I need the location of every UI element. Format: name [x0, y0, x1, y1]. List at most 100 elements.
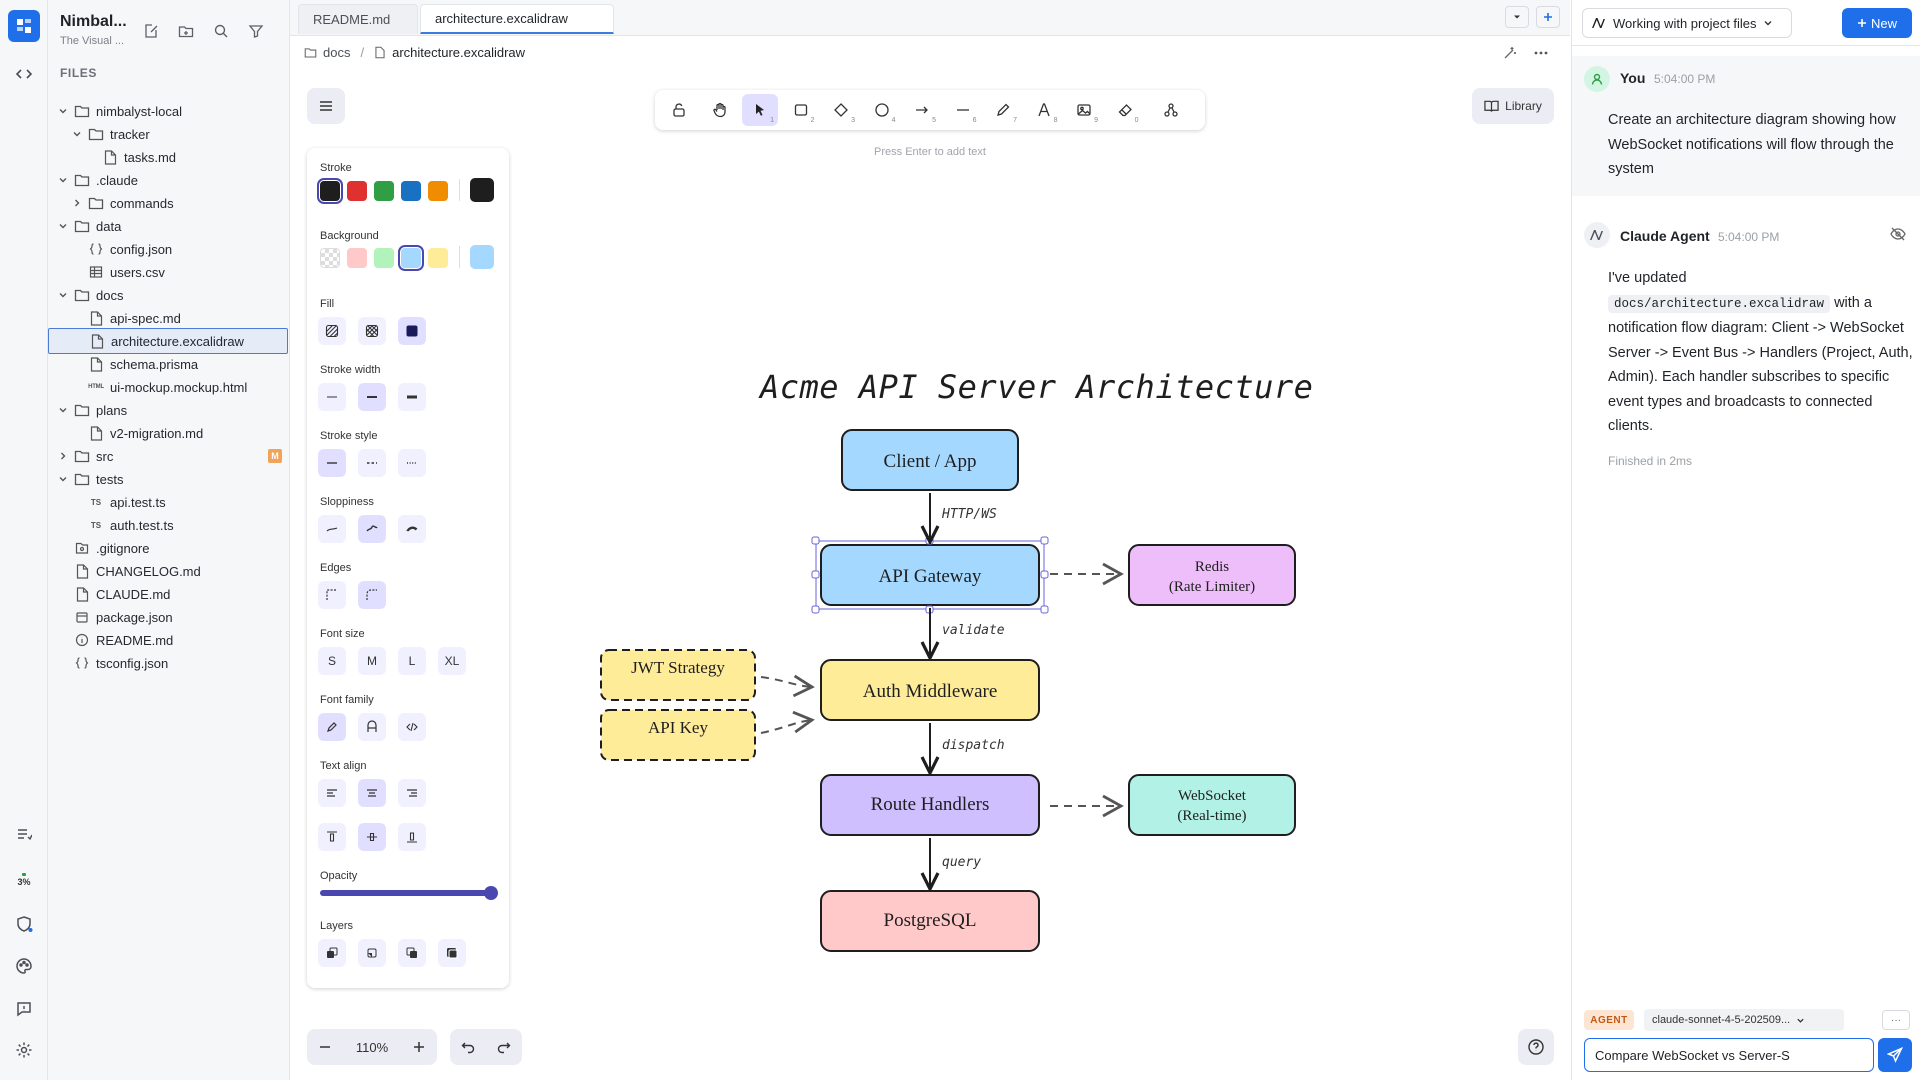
- stroke-width-extra-bold-button[interactable]: [398, 383, 426, 411]
- eraser-tool-button[interactable]: 0: [1107, 94, 1143, 126]
- background-swatch[interactable]: [374, 248, 394, 268]
- send-button[interactable]: [1878, 1038, 1912, 1072]
- new-tab-button[interactable]: [1536, 6, 1560, 28]
- architecture-diagram[interactable]: Acme API Server Architecture Client / Ap…: [580, 350, 1340, 970]
- workspace-title[interactable]: Nimbal...: [60, 13, 127, 30]
- fill-hachure-button[interactable]: [318, 317, 346, 345]
- font-hand-drawn-button[interactable]: [318, 713, 346, 741]
- usage-indicator[interactable]: 3%: [8, 864, 40, 896]
- node-client[interactable]: Client / App: [841, 429, 1019, 491]
- tree-file[interactable]: CHANGELOG.md: [48, 558, 290, 584]
- stroke-style-dotted-button[interactable]: [398, 449, 426, 477]
- tree-file[interactable]: package.json: [48, 604, 290, 630]
- redo-button[interactable]: [497, 1040, 511, 1054]
- tree-file[interactable]: tsconfig.json: [48, 650, 290, 676]
- align-right-button[interactable]: [398, 779, 426, 807]
- fill-solid-button[interactable]: [398, 317, 426, 345]
- node-jwt-strategy[interactable]: JWT Strategy: [600, 649, 756, 701]
- hand-tool-button[interactable]: [702, 94, 738, 126]
- stroke-color-current[interactable]: [470, 178, 494, 202]
- tree-file[interactable]: .gitignore: [48, 535, 290, 561]
- tree-folder[interactable]: tracker: [48, 121, 290, 147]
- tree-file[interactable]: users.csv: [48, 259, 290, 285]
- diamond-tool-button[interactable]: 3: [823, 94, 859, 126]
- node-postgresql[interactable]: PostgreSQL: [820, 890, 1040, 952]
- tree-file[interactable]: CLAUDE.md: [48, 581, 290, 607]
- node-auth-middleware[interactable]: Auth Middleware: [820, 659, 1040, 721]
- model-selector[interactable]: claude-sonnet-4-5-202509...: [1644, 1009, 1844, 1031]
- search-icon[interactable]: [210, 20, 232, 42]
- tree-file[interactable]: tasks.md: [48, 144, 290, 170]
- new-session-button[interactable]: New: [1842, 8, 1912, 38]
- font-normal-button[interactable]: [358, 713, 386, 741]
- text-tool-button[interactable]: 8: [1026, 94, 1062, 126]
- chevron-down-icon[interactable]: [56, 219, 70, 233]
- opacity-slider[interactable]: [320, 886, 498, 900]
- tree-folder[interactable]: docs: [48, 282, 290, 308]
- line-tool-button[interactable]: 6: [945, 94, 981, 126]
- hide-eye-icon[interactable]: [1890, 227, 1906, 241]
- font-size-m-button[interactable]: M: [358, 647, 386, 675]
- tree-folder[interactable]: .claude: [48, 167, 290, 193]
- opacity-slider-thumb[interactable]: [484, 886, 498, 900]
- chevron-right-icon[interactable]: [56, 449, 70, 463]
- code-icon[interactable]: [8, 58, 40, 90]
- node-api-key[interactable]: API Key: [600, 709, 756, 761]
- chat-input[interactable]: [1584, 1038, 1874, 1072]
- stroke-swatch[interactable]: [347, 181, 367, 201]
- shield-icon[interactable]: [8, 908, 40, 940]
- chevron-right-icon[interactable]: [70, 196, 84, 210]
- arrow-tool-button[interactable]: 5: [904, 94, 940, 126]
- tree-folder[interactable]: tests: [48, 466, 290, 492]
- valign-middle-button[interactable]: [358, 823, 386, 851]
- canvas-menu-button[interactable]: [307, 88, 345, 124]
- tree-folder[interactable]: data: [48, 213, 290, 239]
- valign-bottom-button[interactable]: [398, 823, 426, 851]
- breadcrumb-file[interactable]: architecture.excalidraw: [392, 45, 526, 60]
- background-swatch[interactable]: [320, 248, 340, 268]
- stroke-swatch[interactable]: [428, 181, 448, 201]
- stroke-width-thin-button[interactable]: [318, 383, 346, 411]
- sloppiness-cartoonist-button[interactable]: [398, 515, 426, 543]
- tree-file[interactable]: README.md: [48, 627, 290, 653]
- undo-button[interactable]: [461, 1040, 475, 1054]
- node-websocket[interactable]: WebSocket (Real-time): [1128, 774, 1296, 836]
- edge-apikey-auth[interactable]: [760, 710, 815, 734]
- edges-round-button[interactable]: [358, 581, 386, 609]
- agent-badge[interactable]: AGENT: [1584, 1010, 1634, 1030]
- stroke-swatch[interactable]: [374, 181, 394, 201]
- send-to-back-button[interactable]: [318, 939, 346, 967]
- chevron-down-icon[interactable]: [56, 104, 70, 118]
- stroke-swatch[interactable]: [317, 178, 343, 204]
- tab-readme[interactable]: README.md: [298, 4, 418, 34]
- font-code-button[interactable]: [398, 713, 426, 741]
- background-swatch[interactable]: [398, 245, 424, 271]
- zoom-level[interactable]: 110%: [355, 1039, 389, 1055]
- node-redis[interactable]: Redis (Rate Limiter): [1128, 544, 1296, 606]
- bring-forward-button[interactable]: [398, 939, 426, 967]
- help-button[interactable]: [1518, 1029, 1554, 1065]
- tree-file[interactable]: api-spec.md: [48, 305, 290, 331]
- extra-tools-button[interactable]: [1153, 94, 1189, 126]
- align-left-button[interactable]: [318, 779, 346, 807]
- ellipse-tool-button[interactable]: 4: [864, 94, 900, 126]
- tab-architecture[interactable]: architecture.excalidraw: [420, 4, 614, 34]
- valign-top-button[interactable]: [318, 823, 346, 851]
- library-button[interactable]: Library: [1472, 88, 1554, 124]
- background-color-current[interactable]: [470, 245, 494, 269]
- image-tool-button[interactable]: 9: [1066, 94, 1102, 126]
- font-size-l-button[interactable]: L: [398, 647, 426, 675]
- tree-folder[interactable]: nimbalyst-local: [48, 98, 290, 124]
- stroke-style-solid-button[interactable]: [318, 449, 346, 477]
- mode-dropdown[interactable]: Working with project files: [1582, 8, 1792, 38]
- palette-icon[interactable]: [8, 950, 40, 982]
- tree-file[interactable]: config.json: [48, 236, 290, 262]
- feedback-icon[interactable]: [8, 993, 40, 1025]
- tree-folder[interactable]: plans: [48, 397, 290, 423]
- zoom-out-button[interactable]: [319, 1041, 331, 1053]
- stroke-style-dashed-button[interactable]: [358, 449, 386, 477]
- breadcrumb-folder[interactable]: docs: [323, 45, 351, 60]
